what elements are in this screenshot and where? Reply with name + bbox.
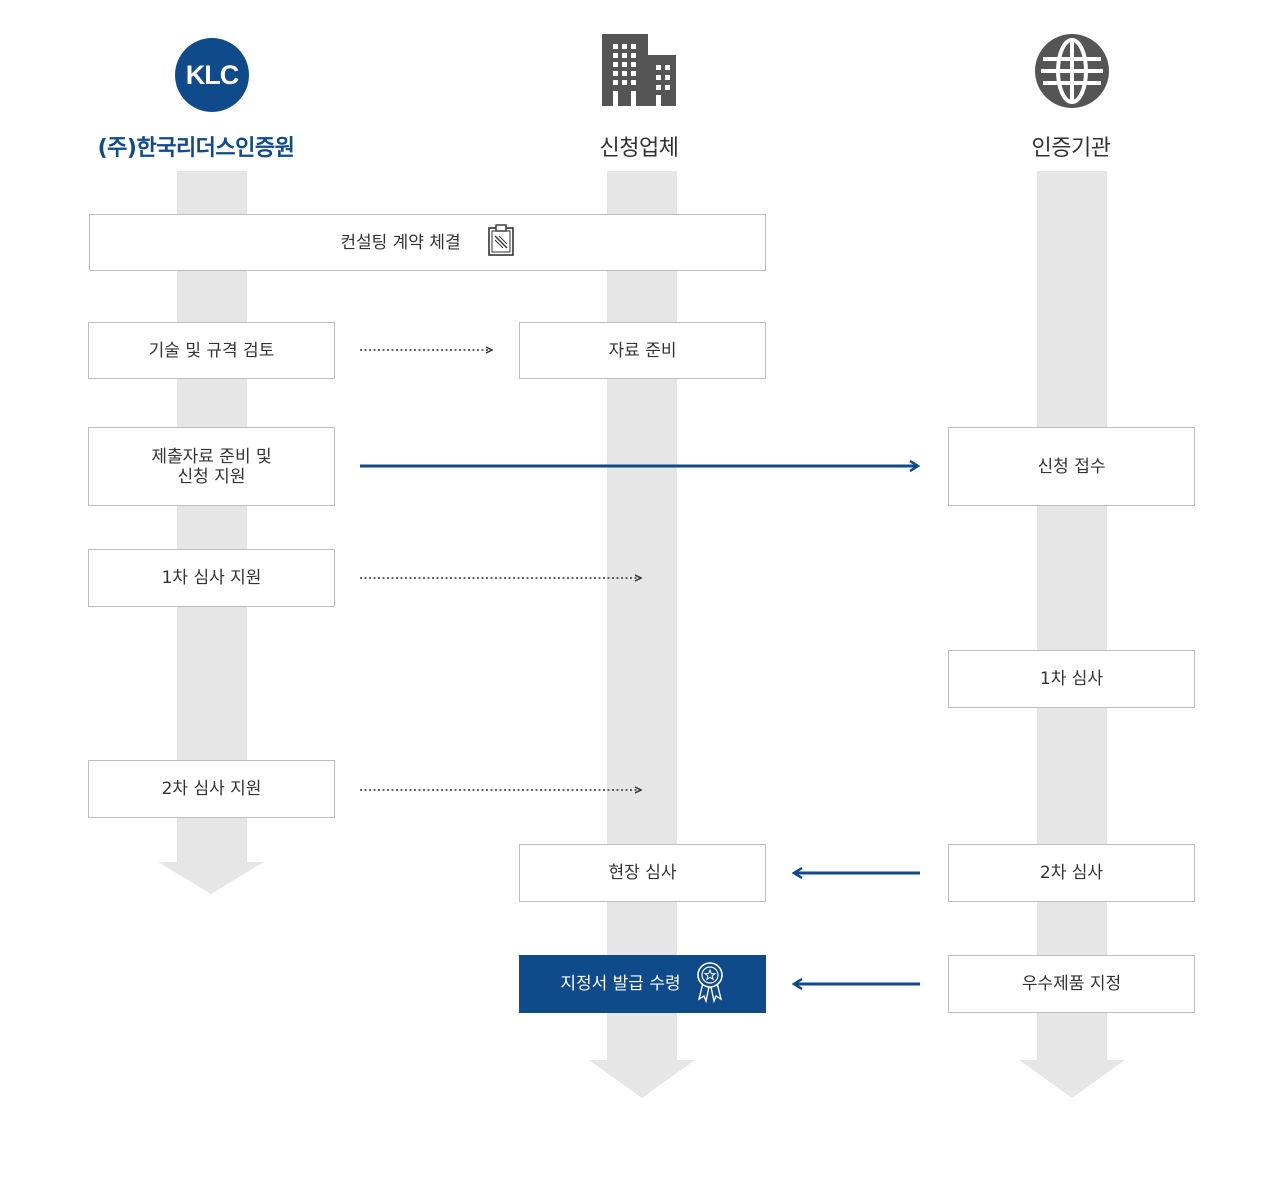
step-certificate-receipt: 지정서 발급 수령	[519, 955, 766, 1013]
step-second-audit: 2차 심사	[948, 844, 1195, 902]
globe-icon	[1034, 33, 1110, 113]
step-contract: 컨설팅 계약 체결	[89, 214, 766, 271]
step-application-receipt: 신청 접수	[948, 427, 1195, 506]
step-application-receipt-label: 신청 접수	[1037, 456, 1106, 477]
step-first-audit-label: 1차 심사	[1039, 669, 1104, 689]
step-first-audit: 1차 심사	[948, 650, 1195, 708]
cert-body-title: 인증기관	[1031, 136, 1111, 161]
step-data-prep-label: 자료 준비	[608, 340, 677, 361]
step-first-audit-support: 1차 심사 지원	[88, 549, 335, 607]
lane-klc-arrowhead	[158, 862, 264, 894]
lane-cert-body	[1037, 171, 1107, 1061]
step-data-prep: 자료 준비	[519, 322, 766, 379]
klc-title: (주)한국리더스인증원	[97, 136, 295, 161]
step-contract-label: 컨설팅 계약 체결	[340, 232, 461, 253]
klc-logo-text: KLC	[185, 59, 239, 90]
step-second-audit-support: 2차 심사 지원	[88, 760, 335, 818]
award-ribbon-icon	[695, 961, 725, 1008]
lane-applicant-arrowhead	[589, 1060, 695, 1098]
step-first-audit-support-label: 1차 심사 지원	[161, 568, 262, 588]
lane-klc	[177, 171, 247, 863]
building-icon	[601, 33, 677, 111]
lane-cert-body-arrowhead	[1019, 1060, 1125, 1098]
lane-applicant	[607, 171, 677, 1061]
step-submission-support-label: 제출자료 준비 및 신청 지원	[151, 446, 272, 487]
klc-logo: KLC	[175, 38, 249, 112]
step-tech-review: 기술 및 규격 검토	[88, 322, 335, 379]
step-excellent-designation-label: 우수제품 지정	[1021, 974, 1122, 994]
step-onsite-audit-label: 현장 심사	[608, 863, 677, 883]
step-tech-review-label: 기술 및 규격 검토	[148, 340, 275, 361]
applicant-title: 신청업체	[599, 136, 679, 161]
step-second-audit-label: 2차 심사	[1039, 863, 1104, 883]
clipboard-icon	[487, 224, 515, 261]
step-certificate-receipt-label: 지정서 발급 수령	[560, 974, 681, 994]
step-second-audit-support-label: 2차 심사 지원	[161, 779, 262, 799]
step-onsite-audit: 현장 심사	[519, 844, 766, 902]
step-submission-support: 제출자료 준비 및 신청 지원	[88, 427, 335, 506]
step-excellent-designation: 우수제품 지정	[948, 955, 1195, 1013]
